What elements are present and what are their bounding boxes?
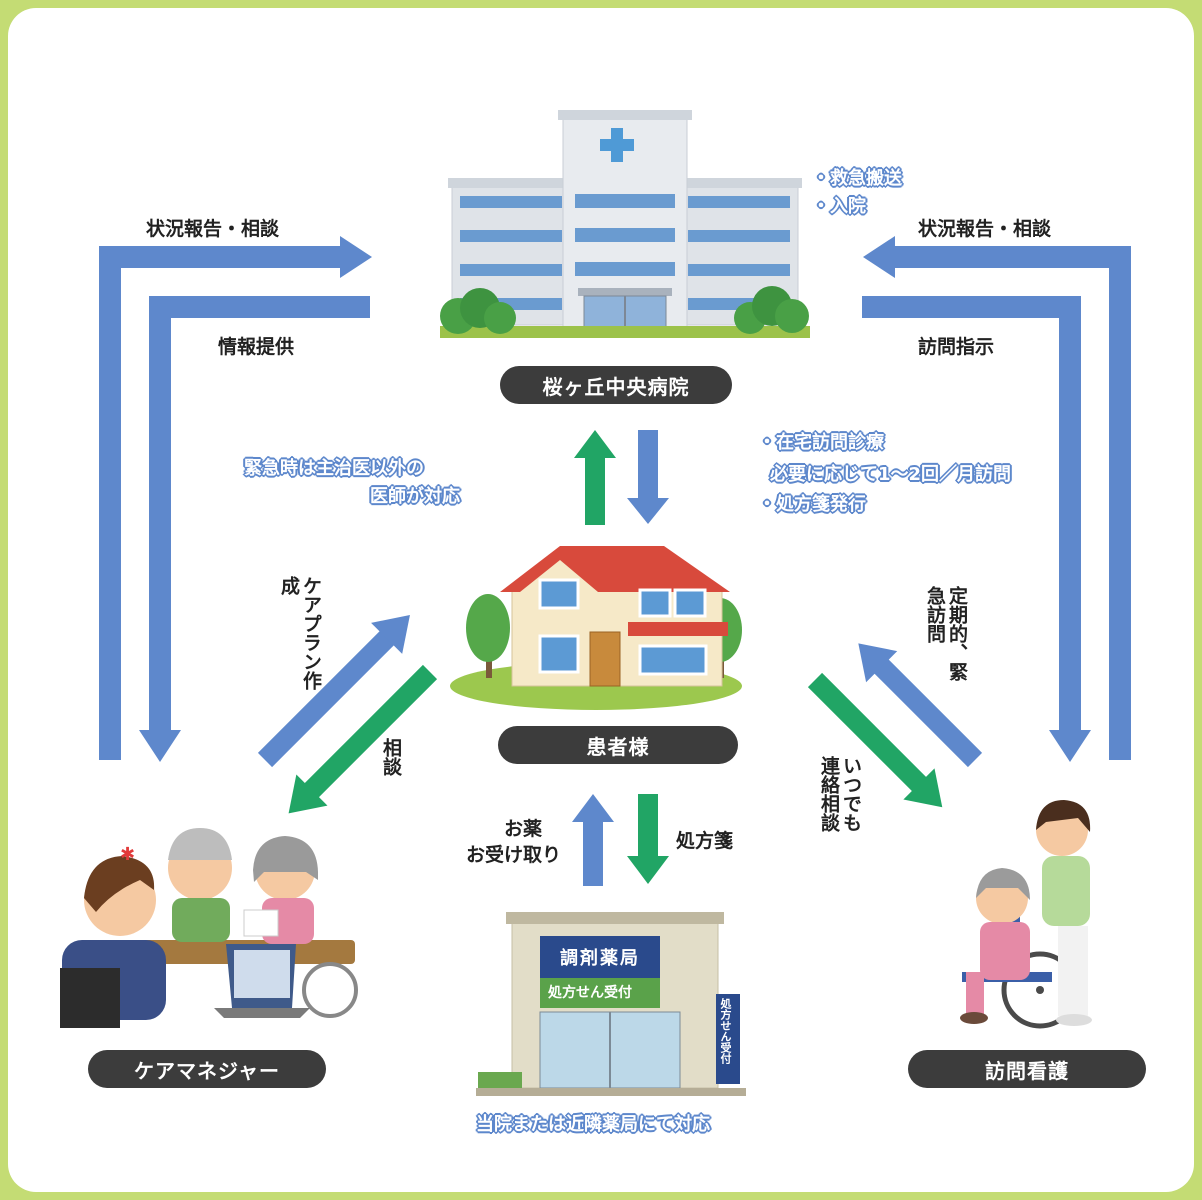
pharmacy-illustration [476,912,746,1096]
arrow-right-report [890,246,1131,760]
emergency-note-1: 緊急時は主治医以外の [244,458,424,479]
care-plan-label: ケアプラン作成 [278,576,322,690]
house-illustration [450,546,742,710]
arrow-down-blue [638,430,658,502]
left-info-label: 情報提供 [218,336,295,358]
consult-label: 相談 [380,738,402,776]
pharmacy-sign: 調剤薬局 [560,948,640,969]
hospital-service-1: ・救急搬送 [812,168,902,189]
svg-text:✱: ✱ [120,844,135,865]
emergency-note-2: 医師が対応 [370,486,460,507]
hospital-name-label: 桜ヶ丘中央病院 [500,366,732,404]
medicine-label-1: お薬 [504,818,543,840]
home-visit-note-1: ・在宅訪問診療 [758,432,884,453]
hospital-illustration [440,110,810,338]
arrow-careplan [257,615,410,768]
pharmacy-banner: 処方せん受付 [548,985,632,1001]
arrow-left-info [149,296,370,735]
hospital-service-2: ・入院 [812,196,866,217]
care-manager-illustration: ✱ [60,828,358,1028]
home-visit-note-3: ・処方箋発行 [758,494,866,515]
arrow-left-report-head [340,236,372,278]
right-instruction-label: 訪問指示 [918,336,995,358]
arrow-up-blue-pharmacy [583,820,603,886]
right-report-label: 状況報告・相談 [918,218,1052,240]
arrow-contact [807,672,943,808]
arrow-right-instruction-head [1049,730,1091,762]
nurse-illustration [960,800,1092,1029]
pharmacy-caption: 当院または近隣薬局にて対応 [476,1114,710,1135]
medicine-label-2: お受け取り [466,844,562,866]
visiting-nurse-label: 訪問看護 [908,1050,1146,1088]
prescription-label: 処方箋 [676,830,734,852]
arrow-right-report-head [863,236,895,278]
contact-label: いつでも連絡相談 [818,756,862,832]
patient-name-label: 患者様 [498,726,738,764]
arrow-down-green-pharmacy [638,794,658,860]
arrow-left-report [99,246,345,760]
pharmacy-side-sign: 処方せん受付 [719,998,732,1064]
home-visit-note-2: 必要に応じて1〜2回／月訪問 [770,464,1012,485]
arrow-regular-visit [858,643,983,768]
arrow-left-info-head [139,730,181,762]
regular-visit-label: 定期的、緊急訪問 [924,586,968,681]
arrow-right-instruction [862,296,1081,735]
arrow-consult [288,664,438,814]
left-report-label: 状況報告・相談 [146,218,280,240]
arrow-up-green [585,455,605,525]
care-manager-label: ケアマネジャー [88,1050,326,1088]
